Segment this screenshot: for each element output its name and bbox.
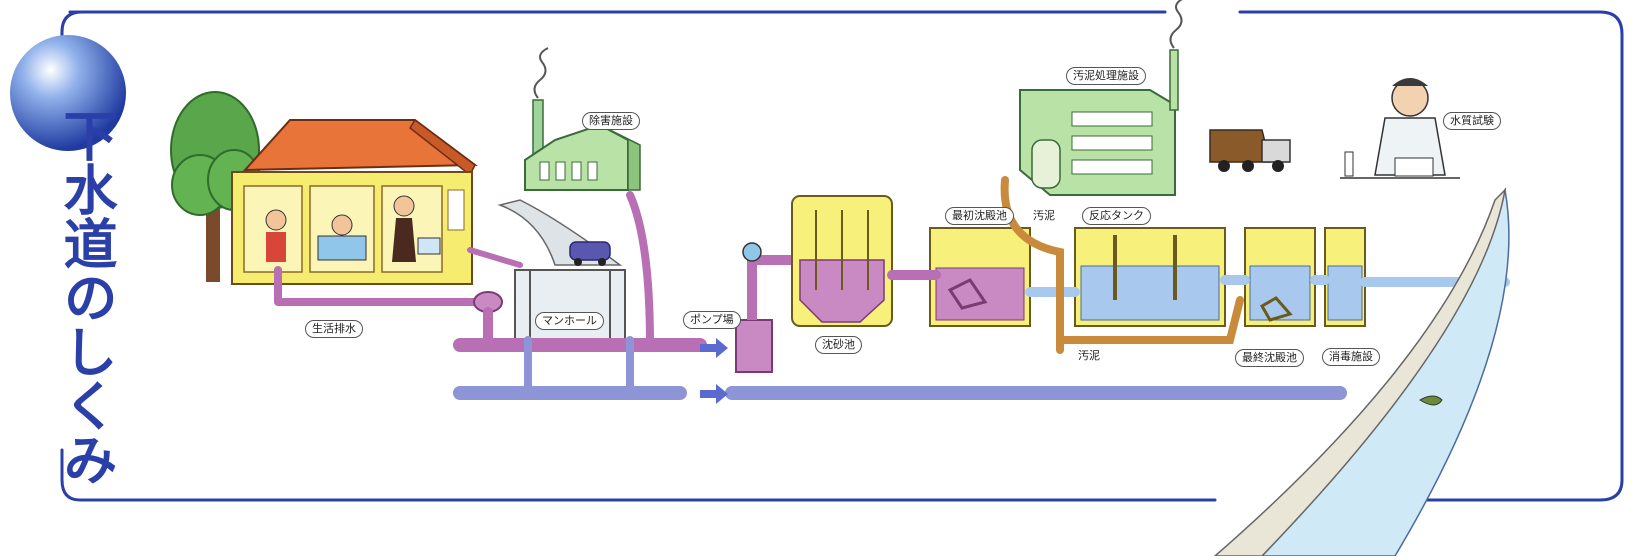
label-sludge-top: 汚泥 — [1033, 209, 1055, 223]
sludge-treatment-building-icon — [1020, 0, 1184, 195]
road-icon — [500, 200, 620, 266]
disinfection-icon — [1325, 228, 1365, 326]
scientist-icon — [1340, 78, 1460, 178]
page-title: 下水道のしくみ — [22, 108, 112, 486]
primary-sedimentation-icon — [930, 228, 1030, 326]
label-pump-station: ポンプ場 — [683, 311, 741, 329]
label-primary-sedimentation: 最初沈殿池 — [945, 207, 1014, 225]
reaction-tank-icon — [1075, 228, 1225, 326]
grit-chamber-icon — [792, 196, 892, 326]
pump-station-icon — [736, 243, 800, 372]
label-final-sedimentation: 最終沈殿池 — [1235, 349, 1304, 367]
label-disinfection: 消毒施設 — [1322, 348, 1380, 366]
label-factory: 除害施設 — [582, 112, 640, 130]
label-water-quality-test: 水質試験 — [1443, 112, 1501, 130]
label-sludge-treatment: 汚泥処理施設 — [1066, 67, 1146, 85]
truck-icon — [1210, 130, 1290, 172]
label-sludge-bottom: 汚泥 — [1078, 349, 1100, 363]
house-icon — [232, 120, 475, 284]
label-grit-chamber: 沈砂池 — [815, 336, 862, 354]
label-manhole: マンホール — [535, 312, 604, 330]
label-reaction-tank: 反応タンク — [1082, 207, 1151, 225]
flow-arrow-icon — [700, 338, 728, 404]
label-household-wastewater: 生活排水 — [305, 320, 363, 338]
final-sedimentation-icon — [1245, 228, 1315, 326]
